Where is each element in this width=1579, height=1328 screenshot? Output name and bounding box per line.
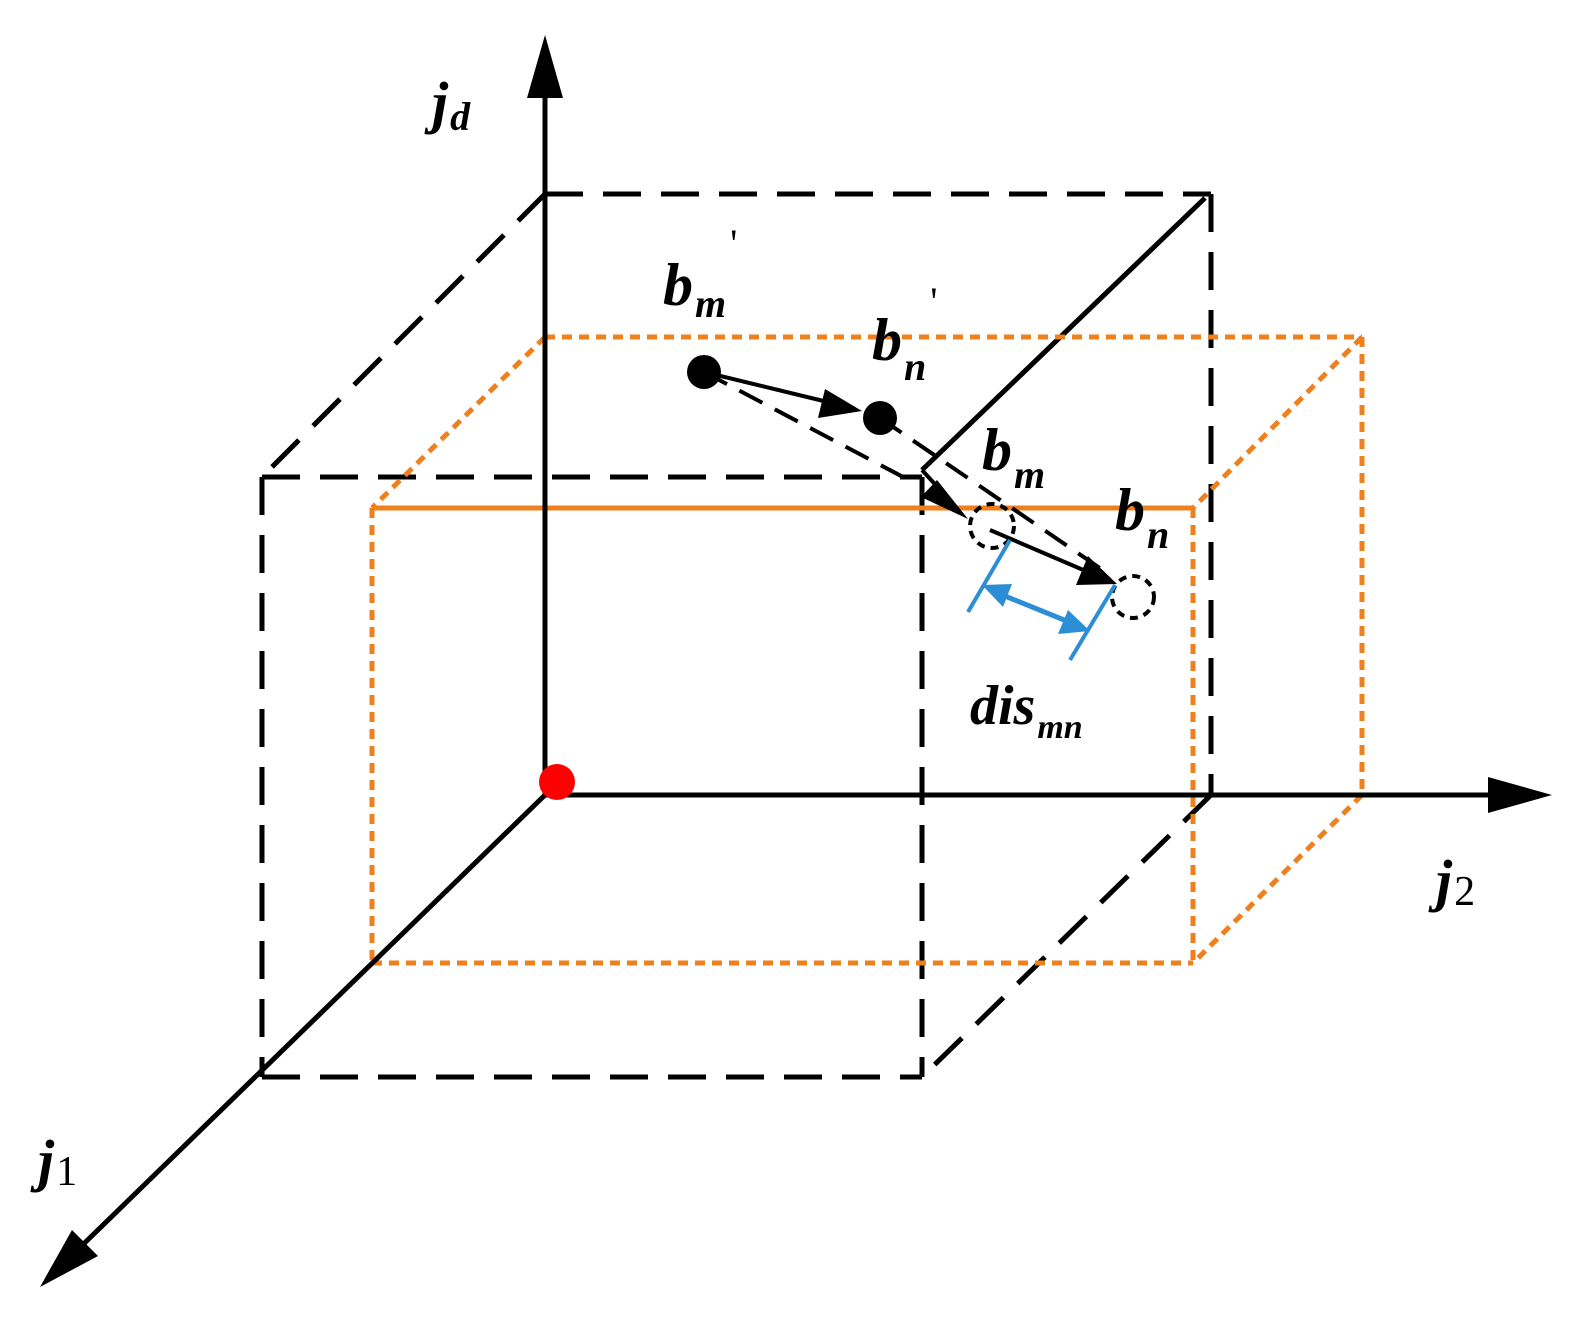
inner-cube-top-right-depth-edge [1191, 335, 1364, 510]
label-bm: bm [982, 417, 1045, 497]
label-distance: dismn [970, 675, 1083, 746]
inner-cube-top-left-depth-edge [370, 335, 547, 510]
vector-bm-prime-bn-prime [703, 370, 841, 407]
distance-arrow [999, 591, 1075, 627]
outer-cube-top-left-depth-edge [260, 192, 547, 479]
arrowhead-icon [1058, 610, 1090, 634]
arrowhead-icon [921, 480, 968, 519]
origin-dot-icon [539, 764, 575, 800]
axis-j1 [63, 793, 547, 1264]
arrowhead-icon [982, 584, 1012, 607]
outer-cube-top-right-depth-edge [920, 196, 1207, 472]
outer-cube [259, 191, 1214, 1080]
label-bn-prime: bn' [872, 279, 937, 389]
outer-cube-bottom-right-depth-edge [920, 793, 1213, 1079]
point-bm [968, 502, 1016, 550]
axis-label-j1: j1 [30, 1128, 77, 1195]
point-bn-prime [863, 401, 897, 435]
inner-cube [369, 334, 1365, 966]
label-bm-prime: bm' [663, 221, 737, 326]
arrowhead-icon [40, 1230, 98, 1287]
arrowhead-icon [527, 35, 563, 98]
axes [63, 79, 1506, 1264]
arrowhead-icon [818, 389, 862, 418]
inner-cube-bottom-right-depth-edge [1191, 793, 1364, 965]
arrowhead-icon [1488, 777, 1552, 813]
label-bn: bn [1115, 477, 1169, 557]
distance-tick-left [966, 538, 1012, 614]
axis-label-jd: jd [424, 70, 471, 139]
arrowhead-icon [1076, 556, 1117, 585]
axis-label-j2: j2 [1428, 848, 1475, 915]
distance-marker [966, 538, 1117, 662]
bn-prime-to-bn-dashed [878, 416, 1112, 577]
vector-bm-bn [989, 528, 1096, 577]
point-bm-prime [687, 355, 721, 389]
point-bn [1110, 574, 1156, 620]
distance-tick-right [1068, 583, 1117, 662]
